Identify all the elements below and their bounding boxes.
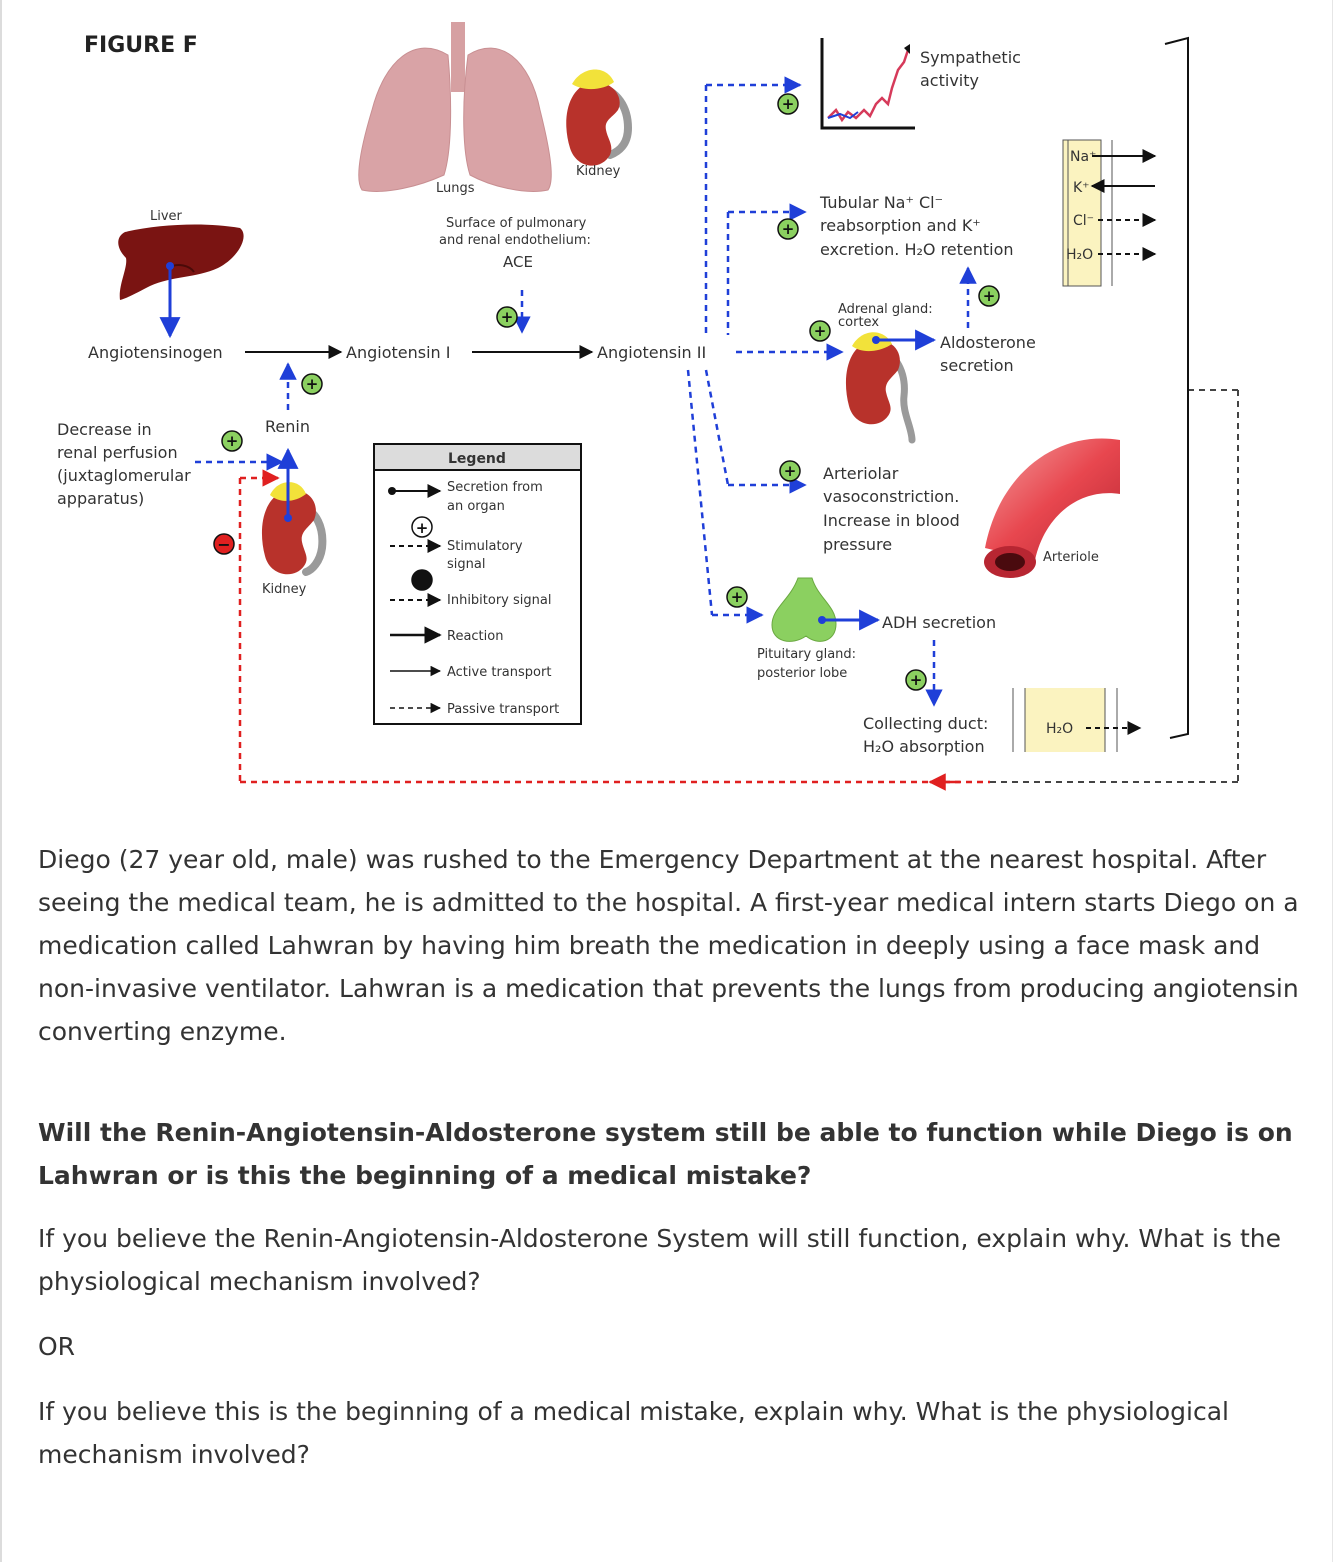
plus-sign: + <box>782 220 795 238</box>
pituitary-illustration <box>771 577 837 642</box>
plus-badge: + <box>496 306 518 328</box>
legend-inhibitory: Inhibitory signal <box>447 593 551 608</box>
arteriolar-line1: Arteriolar <box>823 464 899 483</box>
plus-sign: + <box>501 308 514 326</box>
ace-line2: and renal endothelium: <box>439 233 591 248</box>
plus-badge: + <box>301 373 323 395</box>
plus-sign: + <box>814 322 827 340</box>
option-still-functions: If you believe the Renin-Angiotensin-Ald… <box>38 1224 1281 1296</box>
legend-stimulatory-line2: signal <box>447 557 485 572</box>
legend-minus-badge <box>411 569 433 591</box>
page-left-rule <box>0 0 2 1562</box>
ace-line1: Surface of pulmonary <box>446 216 587 231</box>
or-separator: OR <box>38 1332 76 1361</box>
sympathetic-line1: Sympathetic <box>920 48 1021 67</box>
aldosterone-line1: Aldosterone <box>940 333 1036 352</box>
question-heading: Will the Renin-Angiotensin-Aldosterone s… <box>38 1118 1293 1190</box>
plus-badge: + <box>779 460 801 482</box>
question-prose: Diego (27 year old, male) was rushed to … <box>38 838 1308 1476</box>
legend-secretion-line2: an organ <box>447 499 505 514</box>
decrease-line4: apparatus) <box>57 489 144 508</box>
legend-stimulatory-line1: Stimulatory <box>447 539 523 554</box>
lungs-illustration <box>358 22 552 192</box>
effects-bracket <box>1164 36 1189 739</box>
adrenal-kidney-illustration <box>845 332 916 444</box>
legend-reaction: Reaction <box>447 629 503 644</box>
ion-na: Na⁺ <box>1070 149 1096 165</box>
kidney-left-label: Kidney <box>262 582 307 597</box>
arteriolar-line2: vasoconstriction. <box>823 487 959 506</box>
plus-sign: + <box>226 432 239 450</box>
case-description: Diego (27 year old, male) was rushed to … <box>38 845 1299 1046</box>
ace-label: ACE <box>503 253 533 271</box>
plus-badge: + <box>777 218 799 240</box>
legend-plus-badge: + <box>411 516 433 538</box>
tubular-line2: reabsorption and K⁺ <box>820 216 981 235</box>
plus-badge: + <box>905 669 927 691</box>
ion-h2o-duct: H₂O <box>1046 721 1073 737</box>
kidney-left-illustration <box>261 482 327 576</box>
plus-badge: + <box>978 285 1000 307</box>
arteriole-label: Arteriole <box>1043 550 1099 565</box>
lungs-label: Lungs <box>436 181 475 196</box>
plus-sign: + <box>731 588 744 606</box>
decrease-line1: Decrease in <box>57 420 152 439</box>
ion-cl: Cl⁻ <box>1073 213 1094 229</box>
arteriolar-line4: pressure <box>823 535 892 554</box>
legend-plus-sign: + <box>416 519 429 537</box>
plus-badge: + <box>809 320 831 342</box>
adrenal-line2: cortex <box>838 315 879 330</box>
ion-k: K⁺ <box>1073 180 1090 196</box>
arteriole-illustration <box>984 438 1120 578</box>
minus-sign: − <box>217 535 230 554</box>
plus-badge: + <box>726 586 748 608</box>
adh-label: ADH secretion <box>882 613 996 632</box>
raas-figure: FIGURE F Lungs Kidney Surface of pulmona… <box>57 22 1239 791</box>
plus-sign: + <box>983 287 996 305</box>
kidney-top-illustration <box>566 69 633 166</box>
plus-sign: + <box>782 95 795 113</box>
pituitary-line2: posterior lobe <box>757 666 847 681</box>
ion-transport-panel <box>1062 139 1113 287</box>
sympathetic-line2: activity <box>920 71 979 90</box>
legend-secretion-line1: Secretion from <box>447 480 543 495</box>
legend-title: Legend <box>448 451 506 467</box>
figure-title: FIGURE F <box>84 33 198 58</box>
plus-sign: + <box>306 375 319 393</box>
plus-sign: + <box>910 671 923 689</box>
plus-badge: + <box>221 430 243 452</box>
adrenal-line1: Adrenal gland: <box>838 302 933 317</box>
sympathetic-graph <box>820 38 915 130</box>
kidney-top-label: Kidney <box>576 164 621 179</box>
ion-h2o: H₂O <box>1066 247 1093 263</box>
minus-badge: − <box>213 533 235 555</box>
tubular-line3: excretion. H₂O retention <box>820 240 1014 259</box>
collecting-duct-illustration <box>1012 688 1118 752</box>
legend-passive: Passive transport <box>447 702 559 717</box>
angiotensinogen-label: Angiotensinogen <box>88 343 223 362</box>
liver-label: Liver <box>150 209 183 224</box>
plus-badge: + <box>777 93 799 115</box>
option-medical-mistake: If you believe this is the beginning of … <box>38 1397 1229 1469</box>
legend-box <box>373 443 582 725</box>
angiotensin1-label: Angiotensin I <box>346 343 450 362</box>
plus-sign: + <box>784 462 797 480</box>
collecting-line2: H₂O absorption <box>863 737 985 756</box>
angiotensin2-branches <box>686 76 844 624</box>
aldosterone-line2: secretion <box>940 356 1014 375</box>
decrease-line3: (juxtaglomerular <box>57 466 191 485</box>
collecting-line1: Collecting duct: <box>863 714 988 733</box>
legend-active: Active transport <box>447 665 551 680</box>
renin-label: Renin <box>265 417 310 436</box>
decrease-line2: renal perfusion <box>57 443 178 462</box>
tubular-line1: Tubular Na⁺ Cl⁻ <box>819 193 943 212</box>
pituitary-line1: Pituitary gland: <box>757 647 856 662</box>
liver-illustration <box>118 224 244 300</box>
arteriolar-line3: Increase in blood <box>823 511 960 530</box>
angiotensin2-label: Angiotensin II <box>597 343 706 362</box>
